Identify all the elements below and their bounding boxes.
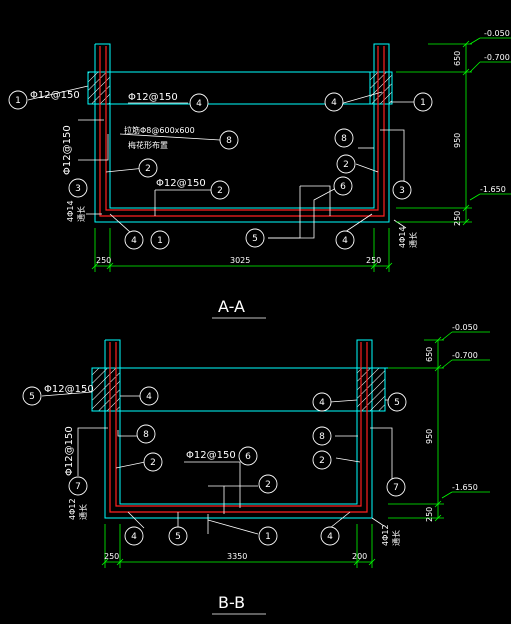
- svg-text:3: 3: [399, 186, 405, 196]
- vdim-b-mid: 950: [425, 429, 434, 444]
- rebar-label-top-inner-a: Φ12@150: [128, 92, 178, 103]
- svg-text:4: 4: [319, 398, 325, 408]
- section-title-a: A-A: [218, 297, 245, 316]
- svg-text:1: 1: [15, 96, 21, 106]
- corner-bar-left-tag-a: 通长: [76, 206, 86, 222]
- elev-b-3: -1.650: [452, 483, 478, 492]
- svg-text:5: 5: [394, 398, 400, 408]
- svg-text:4: 4: [146, 392, 152, 402]
- svg-text:2: 2: [319, 456, 325, 466]
- dim-a-right: 250: [366, 256, 381, 265]
- rebar-label-bottom-a: Φ12@150: [156, 178, 206, 189]
- vdim-b: [388, 331, 490, 522]
- vdim-a-mid: 950: [453, 133, 462, 148]
- corner-bar-left-b: 4Φ12: [68, 498, 77, 520]
- svg-text:8: 8: [341, 134, 347, 144]
- svg-text:6: 6: [245, 452, 251, 462]
- tie-note-line2-a: 梅花形布置: [128, 140, 168, 150]
- dim-b-mid: 3350: [227, 552, 247, 561]
- corner-bar-left-tag-b: 通长: [78, 504, 88, 520]
- beam-right-a: [369, 71, 393, 105]
- svg-text:4: 4: [327, 532, 333, 542]
- svg-text:4: 4: [196, 99, 202, 109]
- rebar-label-bottom-b: Φ12@150: [186, 450, 236, 461]
- rebar-label-side-b: Φ12@150: [64, 426, 75, 476]
- rebar-a: [99, 46, 385, 217]
- corner-bar-right-b: 4Φ12: [381, 524, 390, 546]
- svg-text:8: 8: [143, 430, 149, 440]
- dim-a-mid: 3025: [230, 256, 250, 265]
- bubble-labels-a: 1 4 8 2 3 2 4 1 5 6 4 4 1 8 2 3: [15, 96, 426, 246]
- corner-bar-right-a: 4Φ14: [398, 226, 407, 248]
- hdim-a: [91, 228, 393, 272]
- svg-text:1: 1: [157, 236, 163, 246]
- section-a-a: 1 4 8 2 3 2 4 1 5 6 4 4 1 8 2 3 Φ12@150 …: [8, 29, 511, 319]
- rebar-label-side-a: Φ12@150: [62, 125, 73, 175]
- bubbles-a: [8, 90, 433, 250]
- svg-text:5: 5: [175, 532, 181, 542]
- svg-text:7: 7: [75, 482, 81, 492]
- dim-a-left: 250: [96, 256, 111, 265]
- dim-b-right: 200: [352, 552, 367, 561]
- elev-a-2: -0.700: [484, 53, 510, 62]
- svg-text:5: 5: [29, 392, 35, 402]
- svg-text:2: 2: [265, 480, 271, 490]
- corner-bar-right-tag-a: 通长: [408, 232, 418, 248]
- svg-text:8: 8: [319, 432, 325, 442]
- corner-bar-left-a: 4Φ14: [66, 200, 75, 222]
- svg-text:5: 5: [252, 234, 258, 244]
- svg-text:8: 8: [226, 136, 232, 146]
- svg-text:4: 4: [131, 236, 137, 246]
- elev-b-1: -0.050: [452, 323, 478, 332]
- corner-bar-right-tag-b: 通长: [391, 530, 401, 546]
- section-b-b: 5 4 8 2 7 6 2 1 5 4 4 4 5 8 2 7 Φ12@150 …: [22, 323, 490, 615]
- dim-b-left: 250: [104, 552, 119, 561]
- rebar-label-top-left-b: Φ12@150: [44, 384, 94, 395]
- section-title-b: B-B: [218, 593, 245, 612]
- beam-left-a: [87, 71, 111, 105]
- tie-note-line1-a: 拉筋Φ8@600x600: [124, 125, 195, 135]
- svg-text:2: 2: [217, 186, 223, 196]
- vdim-a-bot: 250: [453, 211, 462, 226]
- bubbles-b: [22, 386, 407, 546]
- vdim-b-top: 650: [425, 347, 434, 362]
- leaders-a: [27, 85, 418, 239]
- svg-text:1: 1: [420, 98, 426, 108]
- rebar-b: [109, 342, 368, 513]
- svg-text:4: 4: [342, 236, 348, 246]
- vdim-b-bot: 250: [425, 507, 434, 522]
- leaders-b: [41, 391, 393, 535]
- vdim-a: [396, 37, 511, 226]
- rebar-label-top-left-a: Φ12@150: [30, 90, 80, 101]
- svg-text:2: 2: [150, 458, 156, 468]
- svg-text:6: 6: [340, 182, 346, 192]
- svg-text:2: 2: [145, 164, 151, 174]
- vdim-a-top: 650: [453, 51, 462, 66]
- svg-text:7: 7: [393, 483, 399, 493]
- beam-left-b: [91, 367, 121, 412]
- hdim-b: [101, 524, 376, 568]
- svg-text:3: 3: [75, 184, 81, 194]
- svg-text:2: 2: [343, 160, 349, 170]
- svg-text:4: 4: [331, 98, 337, 108]
- elev-b-2: -0.700: [452, 351, 478, 360]
- beam-right-b: [356, 367, 386, 412]
- elev-a-1: -0.050: [484, 29, 510, 38]
- bubble-labels-b: 5 4 8 2 7 6 2 1 5 4 4 4 5 8 2 7: [29, 392, 400, 542]
- elev-a-3: -1.650: [480, 185, 506, 194]
- svg-text:4: 4: [131, 532, 137, 542]
- svg-text:1: 1: [265, 532, 271, 542]
